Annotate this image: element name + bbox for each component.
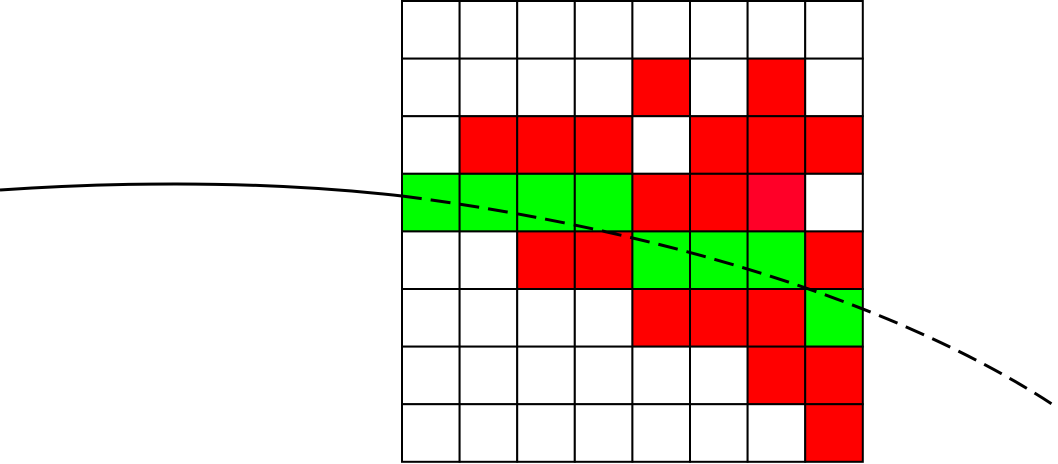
grid-cell-empty: [401, 345, 461, 406]
grid-cell-empty: [573, 0, 634, 60]
grid-cell-path: [746, 230, 807, 290]
grid-cell-empty: [804, 0, 864, 60]
grid-cell-empty: [516, 403, 576, 463]
grid-cell-empty: [401, 230, 461, 290]
grid-cell-occupied: [573, 230, 634, 290]
grid-cell-empty: [458, 57, 519, 118]
grid-cell-occupied: [516, 230, 576, 290]
grid-cell-occupied: [746, 115, 807, 175]
grid-cell-empty: [458, 345, 519, 406]
grid-cell-empty: [689, 403, 749, 463]
grid-cell-path: [401, 172, 461, 233]
grid-cell-occupied: [689, 288, 749, 348]
grid-cell-occupied: [573, 115, 634, 175]
grid-cell-empty: [401, 57, 461, 118]
grid-cell-occupied: [804, 115, 864, 175]
grid-cell-occupied: [631, 172, 692, 233]
grid-cell-path: [516, 172, 576, 233]
grid-cell-empty: [804, 172, 864, 233]
grid-cell-occupied: [804, 403, 864, 463]
grid-cell-empty: [746, 0, 807, 60]
trajectory-solid-segment: [0, 182, 403, 198]
grid-cell-empty: [631, 115, 692, 175]
grid-cell-empty: [401, 288, 461, 348]
grid-cell-empty: [401, 403, 461, 463]
grid-cell-occupied: [746, 345, 807, 406]
grid-cell-empty: [401, 0, 461, 60]
trajectory-dashed-segment: [401, 194, 1058, 410]
grid-cell-occupied: [689, 115, 749, 175]
grid-cell-occupied: [631, 288, 692, 348]
grid-cell-empty: [458, 0, 519, 60]
grid-cell-path: [573, 172, 634, 233]
grid-cell-empty: [458, 288, 519, 348]
grid-cells: [401, 0, 864, 463]
grid-cell-occupied: [746, 57, 807, 118]
grid-cell-empty: [631, 0, 692, 60]
grid-cell-empty: [689, 0, 749, 60]
grid-cell-path: [458, 172, 519, 233]
grid-cell-empty: [573, 403, 634, 463]
grid-cell-empty: [631, 345, 692, 406]
grid-cell-occupied: [689, 172, 749, 233]
grid-cell-empty: [458, 403, 519, 463]
grid-cell-occupied: [746, 288, 807, 348]
grid-cell-occupied: [631, 57, 692, 118]
grid-cell-occupied: [804, 230, 864, 290]
grid-cell-empty: [458, 230, 519, 290]
grid-cell-empty: [573, 345, 634, 406]
grid-cell-empty: [516, 288, 576, 348]
grid-cell-occupied: [516, 115, 576, 175]
grid-cell-empty: [516, 57, 576, 118]
grid-cell-empty: [689, 57, 749, 118]
grid-cell-empty: [573, 57, 634, 118]
grid-cell-empty: [804, 57, 864, 118]
grid-cell-empty: [516, 0, 576, 60]
grid-cell-occupied: [458, 115, 519, 175]
grid-cell-occupied: [804, 345, 864, 406]
grid-cell-occupied-alt: [746, 172, 807, 233]
grid-cell-empty: [689, 345, 749, 406]
grid-cell-empty: [631, 403, 692, 463]
grid-cell-empty: [573, 288, 634, 348]
grid-cell-empty: [401, 115, 461, 175]
grid-cell-empty: [746, 403, 807, 463]
grid-cell-empty: [516, 345, 576, 406]
